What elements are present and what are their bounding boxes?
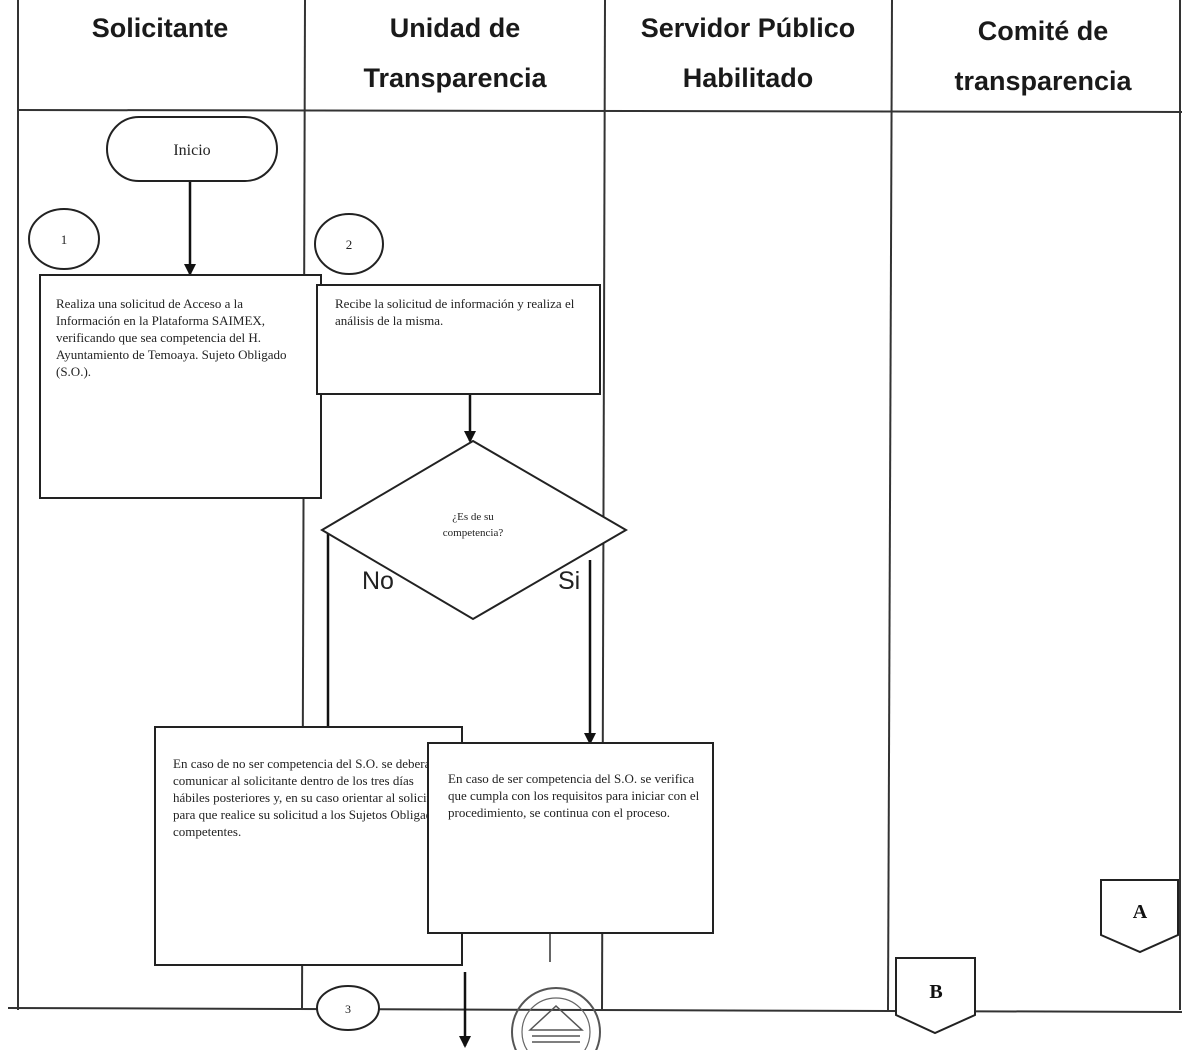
start-label: Inicio xyxy=(173,142,210,159)
connector-letter: A xyxy=(1133,901,1148,923)
lane-title-line2: Transparencia xyxy=(363,63,547,93)
decision-text-line2: competencia? xyxy=(443,527,504,539)
process-box-not-competent: En caso de no ser competencia del S.O. s… xyxy=(154,726,463,966)
step-circle-3: 3 xyxy=(316,985,380,1031)
official-seal xyxy=(511,987,601,1050)
step-number: 3 xyxy=(345,1002,351,1016)
process-box-request: Realiza una solicitud de Acceso a la Inf… xyxy=(39,274,322,499)
lane-header-comite-transparencia: Comité de transparencia xyxy=(954,16,1132,96)
lane-title: Unidad de xyxy=(390,13,521,43)
connector-letter: B xyxy=(929,981,942,1003)
process-text: Realiza una solicitud de Acceso a la Inf… xyxy=(56,296,287,379)
offpage-connector-a: A xyxy=(1100,879,1179,954)
step-circle-1: 1 xyxy=(28,208,100,270)
process-box-receive: Recibe la solicitud de información y rea… xyxy=(316,284,601,395)
lane-header-servidor-publico: Servidor Público Habilitado xyxy=(641,13,856,93)
step-number: 1 xyxy=(61,232,68,247)
process-text: En caso de ser competencia del S.O. se v… xyxy=(448,771,700,820)
lane-title-line2: transparencia xyxy=(954,66,1132,96)
step-number: 2 xyxy=(346,237,353,252)
yes-label: Si xyxy=(558,567,580,595)
step-circle-2: 2 xyxy=(314,213,384,275)
no-label: No xyxy=(362,567,394,595)
lane-title: Comité de xyxy=(978,16,1109,46)
lane-title: Solicitante xyxy=(92,13,229,43)
process-box-competent: En caso de ser competencia del S.O. se v… xyxy=(427,742,714,934)
start-terminator: Inicio xyxy=(106,116,278,182)
process-text: Recibe la solicitud de información y rea… xyxy=(335,296,575,328)
lane-header-solicitante: Solicitante xyxy=(92,13,229,43)
lane-header-unidad-transparencia: Unidad de Transparencia xyxy=(363,13,547,93)
offpage-connector-b: B xyxy=(895,957,976,1035)
lane-title-line2: Habilitado xyxy=(683,63,814,93)
lane-title: Servidor Público xyxy=(641,13,856,43)
process-text: En caso de no ser competencia del S.O. s… xyxy=(173,756,452,839)
decision-diamond: ¿Es de su competencia? xyxy=(320,439,628,621)
decision-text: ¿Es de su xyxy=(452,511,494,523)
